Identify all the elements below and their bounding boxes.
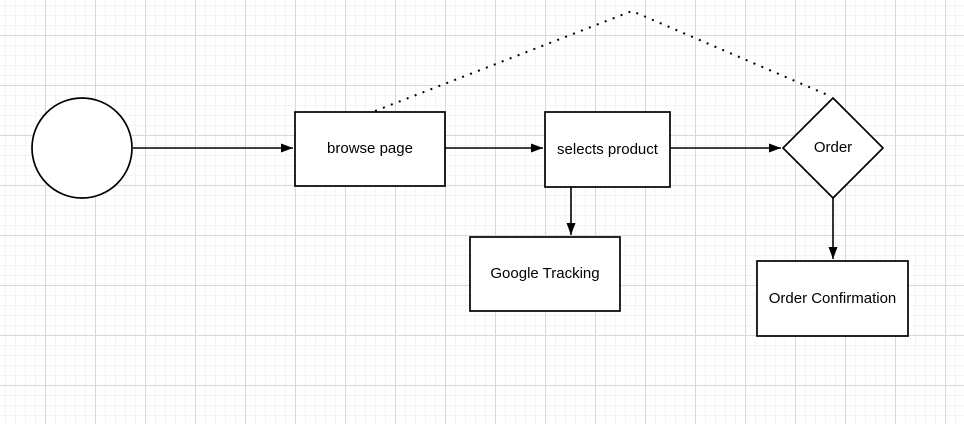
order-confirmation-label[interactable]: Order Confirmation [768,289,897,307]
node-browse-page[interactable] [294,111,446,187]
google-tracking-label[interactable]: Google Tracking [490,265,600,283]
node-google-tracking[interactable] [469,236,621,312]
selects-product-label[interactable]: selects product [557,140,658,158]
order-label[interactable]: Order [813,139,853,157]
node-order-diamond[interactable] [781,96,885,200]
browse-page-label[interactable]: browse page [327,140,413,158]
node-start-circle[interactable] [31,97,133,199]
node-selects-product[interactable] [544,111,671,188]
node-order-confirmation[interactable] [756,260,909,337]
edge-browse-page-order-dotted[interactable] [374,9,831,112]
